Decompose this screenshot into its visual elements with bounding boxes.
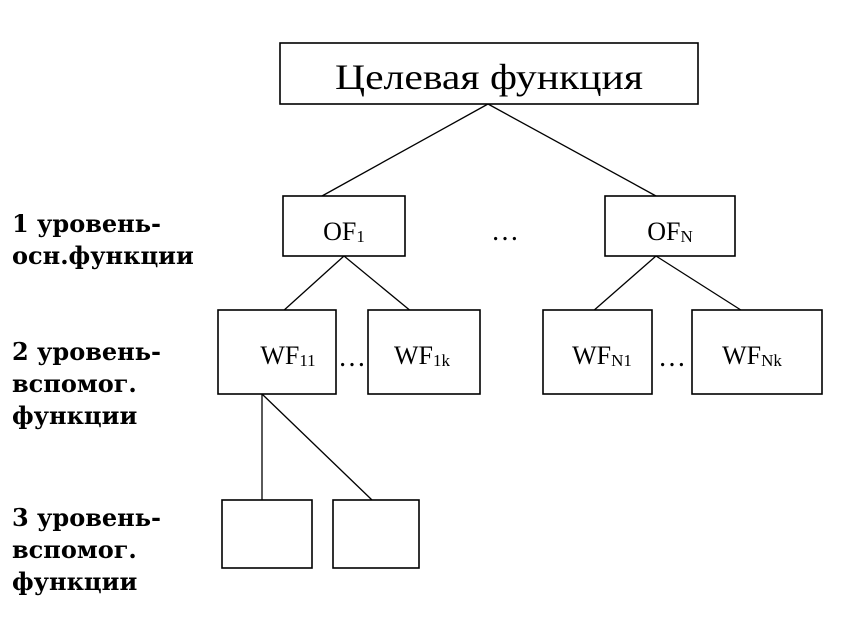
node-wf11-label: WF11 bbox=[260, 341, 315, 370]
level-2-ellipsis-left: … bbox=[338, 342, 366, 373]
node-wfNk-label: WFNk bbox=[722, 341, 782, 370]
node-wf1k-label: WF1k bbox=[394, 341, 451, 370]
node-wfNk-base: WF bbox=[722, 341, 761, 370]
node-wf11-sub: 11 bbox=[299, 351, 315, 370]
edge-root-ofN bbox=[487, 103, 657, 197]
level-1-label: 1 уровень- осн.функции bbox=[12, 208, 194, 272]
edge-root-of1 bbox=[321, 103, 489, 197]
level-3-line-2: вспомог. bbox=[12, 535, 137, 564]
level-1-line-1: 1 уровень- bbox=[12, 209, 161, 238]
node-leaf-1-box bbox=[221, 499, 313, 569]
edge-wf11-leaf2 bbox=[261, 393, 373, 501]
node-wf11-base: WF bbox=[260, 341, 299, 370]
level-3-label: 3 уровень- вспомог. функции bbox=[12, 502, 161, 598]
level-2-line-2: вспомог. bbox=[12, 369, 137, 398]
node-ofN-sub: N bbox=[680, 227, 692, 246]
node-ofN-base: OF bbox=[647, 217, 680, 246]
node-wfN1-sub: N1 bbox=[611, 351, 632, 370]
node-root-box bbox=[279, 42, 699, 105]
node-wfN1-box bbox=[542, 309, 653, 395]
edge-ofN-wfNk bbox=[655, 255, 745, 313]
edge-of1-wf1k bbox=[343, 255, 413, 313]
level-3-line-1: 3 уровень- bbox=[12, 503, 161, 532]
level-2-line-3: функции bbox=[12, 401, 138, 430]
node-leaf-2-box bbox=[332, 499, 420, 569]
node-wfNk-box bbox=[691, 309, 823, 395]
level-3-line-3: функции bbox=[12, 567, 138, 596]
node-wf1k-sub: 1k bbox=[433, 351, 451, 370]
edge-ofN-wfN1 bbox=[591, 255, 657, 313]
level-1-line-2: осн.функции bbox=[12, 241, 194, 270]
node-ofN-label: OFN bbox=[647, 217, 693, 246]
level-1-ellipsis: … bbox=[491, 216, 519, 247]
edge-of1-wf11 bbox=[281, 255, 345, 313]
node-root-label: Целевая функция bbox=[335, 57, 643, 97]
level-2-label: 2 уровень- вспомог. функции bbox=[12, 336, 161, 432]
node-ofN-box bbox=[604, 195, 736, 257]
node-of1-box bbox=[282, 195, 406, 257]
level-2-ellipsis-right: … bbox=[658, 342, 686, 373]
node-of1-base: OF bbox=[323, 217, 356, 246]
node-of1-label: OF1 bbox=[323, 217, 365, 246]
node-wfN1-base: WF bbox=[572, 341, 611, 370]
node-wf1k-base: WF bbox=[394, 341, 433, 370]
node-of1-sub: 1 bbox=[356, 227, 365, 246]
node-wf1k-box bbox=[367, 309, 481, 395]
node-wfNk-sub: Nk bbox=[761, 351, 782, 370]
node-wfN1-label: WFN1 bbox=[572, 341, 632, 370]
level-2-line-1: 2 уровень- bbox=[12, 337, 161, 366]
node-wf11-box bbox=[217, 309, 337, 395]
